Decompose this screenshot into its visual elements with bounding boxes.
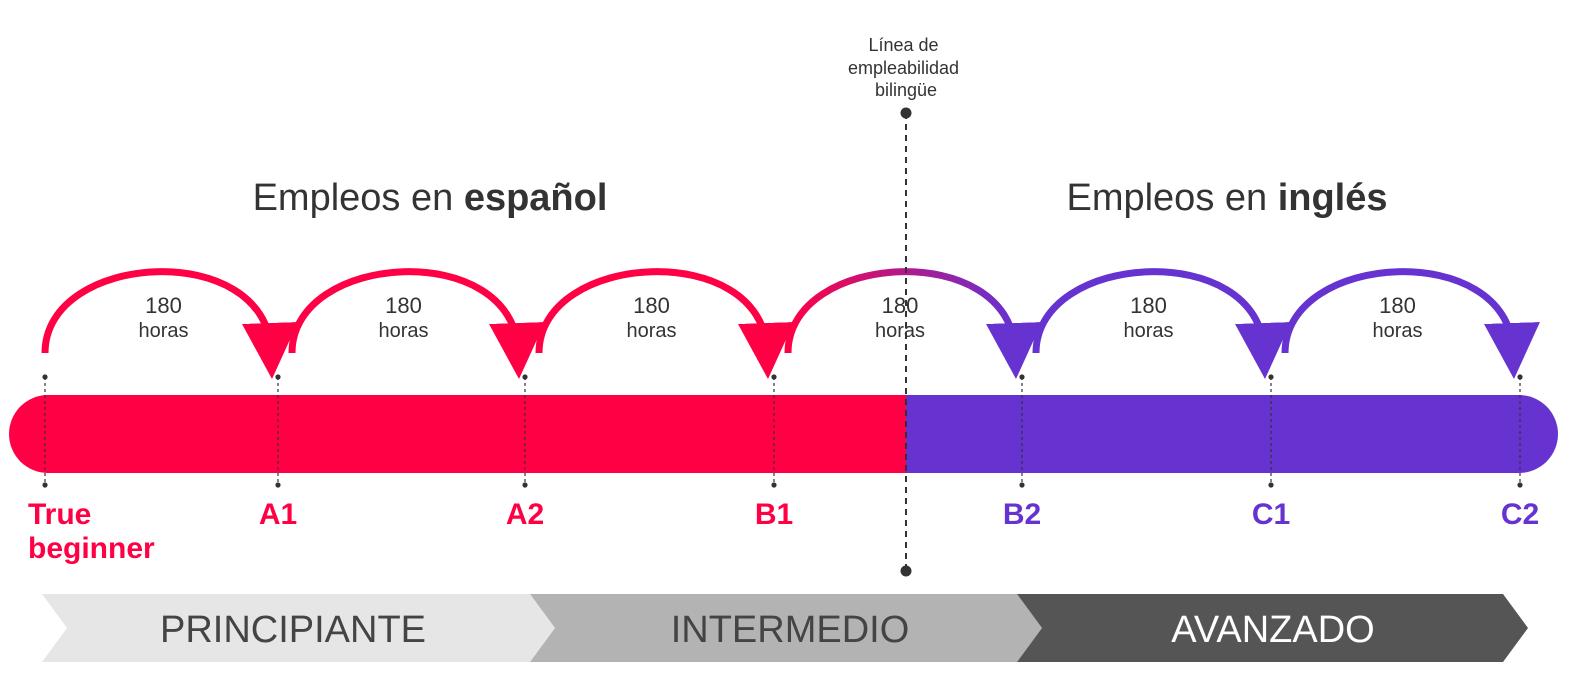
level-tick-dot [1019,374,1025,380]
level-tick-dot [42,482,48,488]
level-label: B1 [755,498,793,531]
step-hours-unit: horas [626,320,676,342]
step-hours-value: 180 [882,293,919,318]
progress-bar-english [906,395,1558,473]
bilingual-line-label-3: bilingüe [875,80,937,100]
level-label-line: C2 [1501,498,1539,531]
level-tick-dot [771,482,777,488]
level-label: C2 [1501,498,1539,531]
heading-spanish-jobs: Empleos en español [253,177,608,219]
level-label-line: beginner [28,532,155,565]
bilingual-line-top-dot [900,107,912,119]
step-hours-unit: horas [138,320,188,342]
stage-beginner-label: PRINCIPIANTE [160,609,426,651]
level-tick-dot [1517,482,1523,488]
stage-advanced-label: AVANZADO [1171,609,1374,651]
level-tick-dot [771,374,777,380]
level-tick-dot [1268,374,1274,380]
level-tick-dot [522,374,528,380]
level-label-line: B1 [755,498,793,531]
heading-english-prefix: Empleos en [1066,177,1277,219]
step-hours-unit: horas [1123,320,1173,342]
level-tick-dot [1019,482,1025,488]
heading-spanish-prefix: Empleos en [253,177,464,219]
step-arrow [1032,268,1291,379]
step-hours-unit: horas [875,320,925,342]
bilingual-line-bottom-dot [900,565,912,577]
level-label: C1 [1252,498,1290,531]
level-tick-dot [522,482,528,488]
bilingual-line-label: Línea de empleabilidad bilingüe [848,35,964,100]
stage-intermediate-label: INTERMEDIO [671,609,910,651]
step-arrow [288,268,545,379]
heading-english-jobs: Empleos en inglés [1066,177,1387,219]
level-label: A1 [259,498,297,531]
step-arrow [535,268,794,379]
step-hours-value: 180 [1130,293,1167,318]
heading-english-bold: inglés [1278,177,1388,219]
bilingual-line-label-2: empleabilidad [848,58,959,78]
step-arrow [784,268,1042,379]
level-tick-dot [1517,374,1523,380]
level-label-line: A2 [506,498,544,531]
step-arrow [1281,268,1540,379]
level-label-line: B2 [1003,498,1041,531]
step-hours-value: 180 [633,293,670,318]
step-arrow [41,268,298,379]
level-tick-dot [42,374,48,380]
step-hours-value: 180 [385,293,422,318]
stage-advanced-chevron [1017,594,1528,662]
stage-intermediate-chevron [530,594,1042,662]
step-hours-value: 180 [1379,293,1416,318]
level-tick-dot [1268,482,1274,488]
level-label-line: True [28,498,91,531]
step-hours-unit: horas [1372,320,1422,342]
heading-spanish-bold: español [464,177,608,219]
level-label: A2 [506,498,544,531]
level-tick-dot [275,374,281,380]
level-label-line: C1 [1252,498,1290,531]
progress-bar-spanish [9,395,906,473]
bilingual-line-label-1: Línea de [868,35,938,55]
step-hours-unit: horas [378,320,428,342]
level-label-line: A1 [259,498,297,531]
stage-beginner-chevron [42,594,555,662]
level-label: B2 [1003,498,1041,531]
step-hours-value: 180 [145,293,182,318]
level-tick-dot [275,482,281,488]
